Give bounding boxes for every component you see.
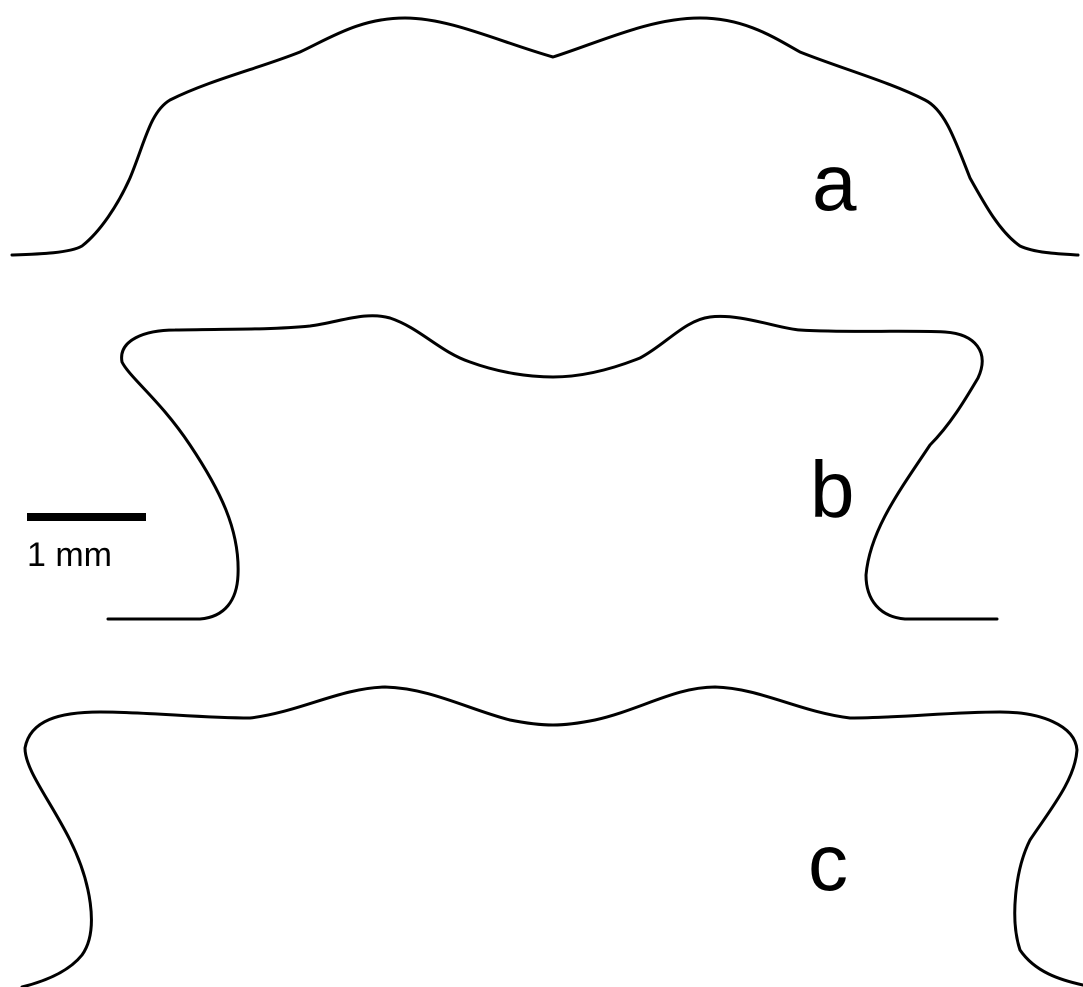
profile-b-outline	[106, 314, 999, 621]
scale-bar-label: 1 mm	[27, 536, 112, 574]
profile-a-outline	[10, 16, 1080, 257]
scale-bar-line	[27, 513, 146, 521]
panel-label-a: a	[812, 138, 857, 227]
panel-label-b: b	[810, 445, 855, 534]
profile-c-outline	[20, 685, 1083, 987]
panel-label-c: c	[808, 818, 848, 907]
scale-bar: 1 mm	[27, 513, 146, 574]
